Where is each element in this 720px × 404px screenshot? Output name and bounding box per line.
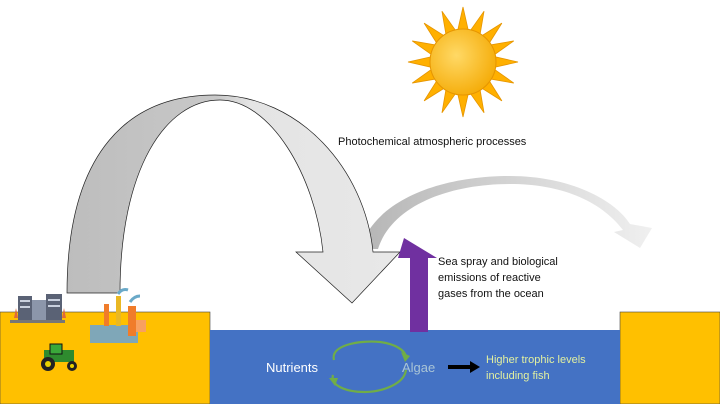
factory-icon bbox=[90, 288, 146, 343]
sun-disc bbox=[429, 28, 497, 96]
sun-ray bbox=[407, 55, 433, 69]
algae-label: Algae bbox=[402, 360, 436, 375]
sun-ray bbox=[456, 6, 470, 32]
tractor-icon bbox=[41, 343, 77, 371]
nutrients-label: Nutrients bbox=[266, 360, 319, 375]
higher-trophic-label: Higher trophic levels including fish bbox=[486, 354, 586, 382]
atmospheric-transport-arrow bbox=[66, 94, 401, 304]
photochemical-label: Photochemical atmospheric processes bbox=[338, 136, 527, 148]
ocean-to-land-arrow bbox=[360, 176, 652, 249]
sun-ray bbox=[493, 55, 519, 69]
cycle-arrowhead bbox=[329, 378, 338, 386]
sun-icon bbox=[407, 6, 519, 118]
land-right bbox=[619, 311, 720, 404]
sea-spray-label: Sea spray and biological emissions of re… bbox=[438, 256, 558, 300]
ocean bbox=[210, 330, 620, 404]
city-buildings-icon bbox=[10, 294, 66, 323]
cycle-arrowhead bbox=[401, 352, 410, 362]
food-chain-arrow bbox=[448, 361, 480, 373]
sun-ray bbox=[456, 92, 470, 118]
emissions-arrow bbox=[398, 238, 437, 332]
